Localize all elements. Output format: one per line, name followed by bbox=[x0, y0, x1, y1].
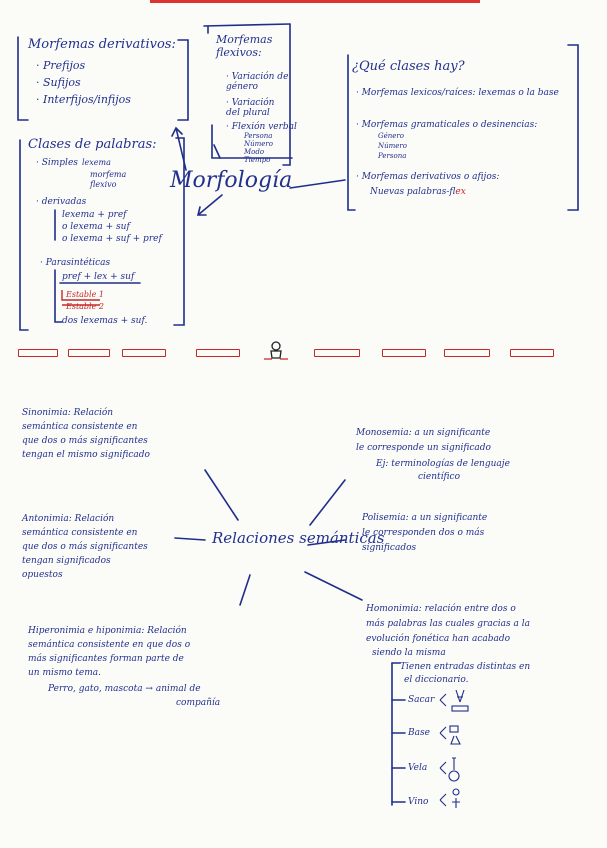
homonimia-sketches bbox=[436, 688, 476, 818]
homonimia-example: Vino bbox=[408, 797, 428, 807]
monosemia-line: Monosemia: a un significante bbox=[356, 428, 490, 438]
hiperonimia-line: un mismo tema. bbox=[28, 668, 101, 678]
flexivos-title: Morfemas flexivos: bbox=[216, 34, 286, 59]
sinonimia-line: que dos o más significantes bbox=[22, 436, 148, 446]
antonimia-line: Antonimia: Relación bbox=[22, 514, 114, 524]
morfologia-title: Morfología bbox=[170, 168, 292, 193]
homonimia-example: Vela bbox=[408, 763, 427, 773]
homonimia-line: más palabras las cuales gracias a la bbox=[366, 619, 530, 629]
sinonimia-line: Sinonimia: Relación bbox=[22, 408, 113, 418]
palabras-derivadas-sub: lexema + pref bbox=[62, 210, 127, 220]
palabras-para-last: dos lexemas + suf. bbox=[62, 316, 147, 326]
divider-dash bbox=[18, 349, 58, 357]
derivativos-item: · Interfijos/infijos bbox=[36, 94, 131, 107]
monosemia-line: Ej: terminologías de lenguaje bbox=[376, 459, 510, 469]
flexivos-sub: Tiempo bbox=[244, 156, 270, 164]
polisemia-line: Polisemia: a un significante bbox=[362, 513, 487, 523]
homonimia-line: Homonimia: relación entre dos o bbox=[366, 604, 516, 614]
hiperonimia-line: Perro, gato, mascota → animal de bbox=[48, 684, 201, 694]
palabras-para-red: Estable 1 bbox=[66, 290, 104, 299]
palabras-derivadas-sub: o lexema + suf bbox=[62, 222, 130, 232]
palabras-simples-sub: morfema bbox=[90, 170, 126, 179]
derivativos-item: · Sufijos bbox=[36, 77, 81, 90]
hiperonimia-line: Hiperonimia e hiponimia: Relación bbox=[28, 626, 187, 636]
divider-dash bbox=[122, 349, 166, 357]
divider-dash bbox=[444, 349, 490, 357]
palabras-derivadas: · derivadas bbox=[36, 197, 86, 207]
divider-dash bbox=[382, 349, 426, 357]
divider-dash bbox=[196, 349, 240, 357]
flexivos-item: · Variación del plural bbox=[226, 98, 290, 119]
homonimia-line: siendo la misma bbox=[372, 648, 446, 658]
monosemia-line: le corresponde un significado bbox=[356, 443, 491, 453]
antonimia-line: tengan significados bbox=[22, 556, 111, 566]
flexivos-sub: Persona bbox=[244, 132, 272, 140]
homonimia-note: Tienen entradas distintas en bbox=[400, 662, 530, 672]
clases-last-line: Nuevas palabras-flex bbox=[370, 187, 466, 197]
palabras-para-sub: pref + lex + suf bbox=[62, 272, 134, 282]
palabras-para-red: Estable 2 bbox=[66, 302, 104, 311]
clases-last-red: ex bbox=[455, 187, 465, 197]
homonimia-line: evolución fonética han acabado bbox=[366, 634, 510, 644]
flexivos-item: · Variación de género bbox=[226, 72, 290, 93]
palabras-simples: · Simples bbox=[36, 158, 78, 168]
homonimia-example: Base bbox=[408, 728, 430, 738]
relaciones-title-1: Relaciones semánticas bbox=[212, 530, 384, 547]
divider-dash bbox=[68, 349, 110, 357]
palabras-parasinteticas: · Parasintéticas bbox=[40, 258, 110, 268]
flexivos-sub: Número bbox=[244, 140, 273, 148]
hiperonimia-line: más significantes forman parte de bbox=[28, 654, 184, 664]
flexivos-sub: Modo bbox=[244, 148, 264, 156]
palabras-simples-sub: lexema bbox=[82, 158, 111, 167]
palabras-title: Clases de palabras: bbox=[28, 138, 157, 153]
sinonimia-line: semántica consistente en bbox=[22, 422, 137, 432]
antonimia-line: semántica consistente en bbox=[22, 528, 137, 538]
hiperonimia-line: compañía bbox=[176, 698, 220, 708]
homonimia-example: Sacar bbox=[408, 695, 434, 705]
clases-item: · Morfemas gramaticales o desinencias: bbox=[356, 120, 537, 130]
clases-sub: Género bbox=[378, 132, 404, 140]
derivativos-title: Morfemas derivativos: bbox=[28, 38, 176, 53]
hiperonimia-line: semántica consistente en que dos o bbox=[28, 640, 190, 650]
doodle-icon bbox=[262, 340, 290, 362]
clases-item: · Morfemas derivativos o afijos: bbox=[356, 172, 499, 182]
clases-sub: Número bbox=[378, 142, 407, 150]
polisemia-line: significados bbox=[362, 543, 416, 553]
divider-dash bbox=[510, 349, 554, 357]
polisemia-line: le corresponden dos o más bbox=[362, 528, 484, 538]
clases-title: ¿Qué clases hay? bbox=[352, 60, 465, 75]
antonimia-line: opuestos bbox=[22, 570, 63, 580]
flexivos-item: · Flexión verbal bbox=[226, 122, 297, 132]
clases-item: · Morfemas lexicos/raíces: lexemas o la … bbox=[356, 88, 561, 98]
derivativos-item: · Prefijos bbox=[36, 60, 85, 73]
palabras-simples-sub: flexivo bbox=[90, 180, 116, 189]
sinonimia-line: tengan el mismo significado bbox=[22, 450, 150, 460]
antonimia-line: que dos o más significantes bbox=[22, 542, 148, 552]
clases-sub: Persona bbox=[378, 152, 406, 160]
palabras-derivadas-sub: o lexema + suf + pref bbox=[62, 234, 162, 244]
homonimia-note: el diccionario. bbox=[404, 675, 469, 685]
monosemia-line: científico bbox=[418, 472, 460, 482]
divider-dash bbox=[314, 349, 360, 357]
